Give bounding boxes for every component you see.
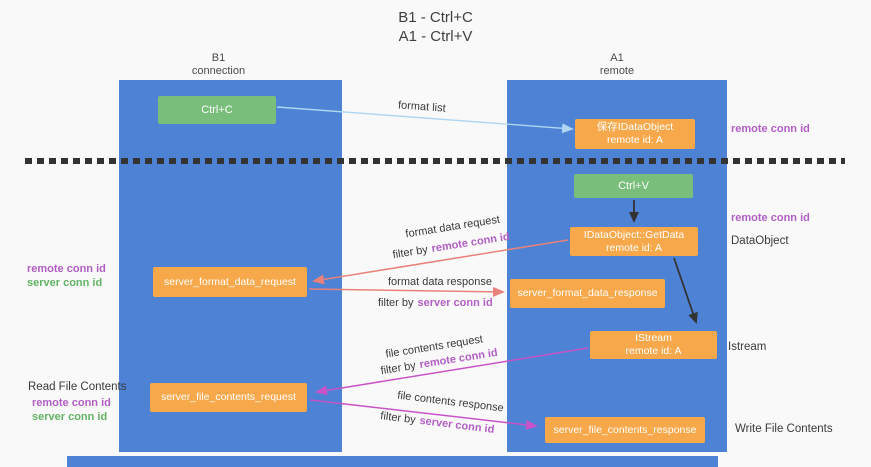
dataobject-label: DataObject bbox=[731, 235, 789, 247]
read-file-contents-label: Read File Contents bbox=[28, 381, 127, 393]
node-ctrl-v: Ctrl+V bbox=[574, 174, 693, 198]
node-getdata-line2: remote id: A bbox=[605, 241, 663, 254]
node-ctrl-c-label: Ctrl+C bbox=[201, 104, 233, 116]
node-istream-line2: remote id: A bbox=[625, 345, 682, 357]
node-save-idataobject-line2: remote id: A bbox=[606, 134, 664, 146]
node-save-idataobject: 保存IDataObject remote id: A bbox=[575, 119, 695, 149]
node-server-file-contents-response-label: server_file_contents_response bbox=[553, 423, 697, 436]
lane-b1-name: B1 bbox=[211, 52, 226, 64]
filter-prefix: filter by bbox=[391, 243, 429, 262]
node-server-format-data-request-label: server_format_data_request bbox=[164, 275, 296, 288]
title-line-2: A1 - Ctrl+V bbox=[398, 28, 473, 45]
title-line-1: B1 - Ctrl+C bbox=[398, 9, 473, 26]
node-ctrl-c: Ctrl+C bbox=[158, 96, 276, 124]
file-contents-response-label: file contents response bbox=[396, 389, 505, 415]
lane-b1-subtitle: connection bbox=[191, 65, 246, 77]
left-remote-conn-id-bottom-label: remote conn id bbox=[32, 397, 111, 409]
node-server-file-contents-response: server_file_contents_response bbox=[545, 417, 705, 443]
left-remote-conn-id-top-label: remote conn id bbox=[27, 263, 106, 275]
node-ctrl-v-label: Ctrl+V bbox=[618, 180, 649, 192]
right-remote-conn-id-mid-label: remote conn id bbox=[731, 212, 810, 224]
server-lane-strip bbox=[67, 456, 718, 467]
node-istream: IStream remote id: A bbox=[590, 331, 717, 359]
filter-prefix: filter by bbox=[379, 359, 417, 378]
lane-header-a1: A1 remote bbox=[507, 52, 727, 78]
node-server-format-data-response-label: server_format_data_response bbox=[517, 287, 658, 299]
lane-a1-subtitle: remote bbox=[599, 65, 635, 77]
left-server-conn-id-bottom-label: server conn id bbox=[32, 411, 108, 423]
node-server-format-data-response: server_format_data_response bbox=[510, 279, 665, 308]
format-list-label: format list bbox=[397, 99, 447, 115]
lane-header-b1: B1 connection bbox=[107, 52, 330, 78]
node-save-idataobject-line1: 保存IDataObject bbox=[596, 121, 674, 133]
node-server-file-contents-request-label: server_file_contents_request bbox=[161, 391, 296, 403]
filter-prefix: filter by bbox=[379, 410, 417, 427]
node-idataobject-getdata: IDataObject::GetData remote id: A bbox=[570, 227, 698, 256]
format-data-response-label: format data response bbox=[388, 276, 492, 288]
filter-prefix: filter by bbox=[378, 297, 414, 309]
write-file-contents-label: Write File Contents bbox=[735, 423, 833, 435]
dashed-divider bbox=[25, 158, 845, 164]
istream-side-label: Istream bbox=[728, 341, 767, 353]
node-server-file-contents-request: server_file_contents_request bbox=[150, 383, 307, 412]
left-server-conn-id-top-label: server conn id bbox=[27, 277, 103, 289]
node-server-format-data-request: server_format_data_request bbox=[153, 267, 307, 297]
filter-format-response-highlight: server conn id bbox=[417, 297, 493, 309]
filter-file-response-highlight: server conn id bbox=[418, 414, 495, 436]
diagram-title: B1 - Ctrl+C A1 - Ctrl+V bbox=[0, 8, 871, 46]
node-istream-line1: IStream bbox=[635, 332, 672, 344]
right-remote-conn-id-top-label: remote conn id bbox=[731, 123, 810, 135]
node-getdata-line1: IDataObject::GetData bbox=[583, 228, 685, 241]
lane-a1-name: A1 bbox=[610, 52, 624, 64]
